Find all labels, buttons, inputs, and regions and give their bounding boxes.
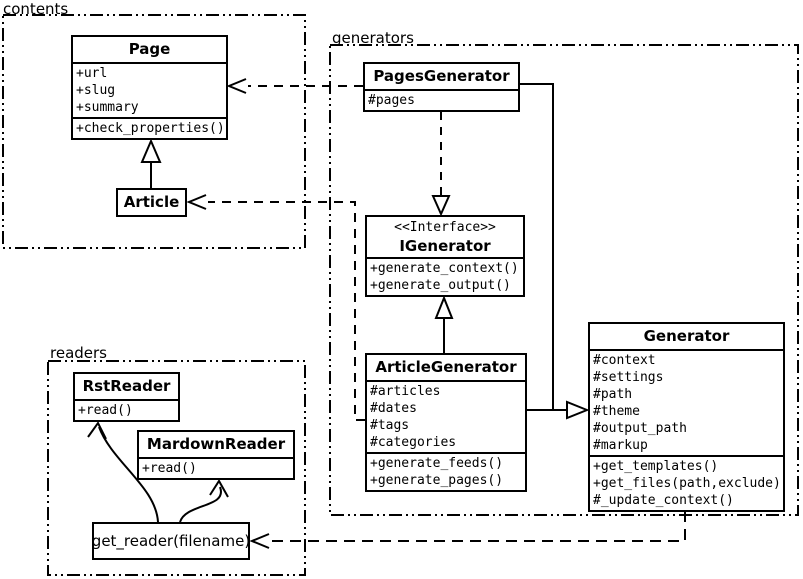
class-igenerator-header: <<Interface>> IGenerator: [367, 217, 523, 257]
package-contents-label: contents: [3, 0, 69, 18]
function-get-reader-label: get_reader(filename): [91, 532, 251, 550]
class-page-attributes: +url +slug +summary: [73, 62, 226, 117]
class-page-methods: +check_properties(): [73, 117, 226, 138]
class-pagesgenerator-attributes: #pages: [365, 89, 518, 110]
package-readers-label: readers: [50, 344, 107, 362]
uml-member: #theme: [593, 404, 640, 419]
generalization-article-to-page: [140, 138, 162, 190]
class-articlegenerator: ArticleGenerator #articles #dates #tags …: [365, 353, 527, 492]
class-generator-attributes: #context #settings #path #theme #output_…: [590, 349, 783, 455]
uml-member: +generate_feeds(): [370, 456, 504, 471]
uml-member: +get_files(path,exclude): [593, 476, 781, 491]
class-igenerator: <<Interface>> IGenerator +generate_conte…: [365, 215, 525, 297]
uml-member: #markup: [593, 438, 648, 453]
class-rstreader-title: RstReader: [82, 377, 171, 395]
dependency-getreader-to-markdownreader: [179, 479, 229, 523]
uml-member: #context: [593, 353, 656, 368]
class-markdownreader: MardownReader +read(): [137, 430, 295, 480]
uml-member: #output_path: [593, 421, 687, 436]
package-generators-border: [329, 44, 799, 516]
generalization-articlegenerator-to-igenerator: [434, 295, 454, 356]
uml-member: +generate_pages(): [370, 473, 504, 488]
uml-member: +read(): [142, 461, 197, 476]
uml-member: #tags: [370, 418, 410, 433]
uml-member: #articles: [370, 384, 441, 399]
package-contents-border: [2, 14, 306, 249]
dependency-generator-to-getreader: [249, 511, 686, 549]
class-page-title: Page: [128, 40, 171, 58]
uml-member: +read(): [78, 403, 133, 418]
class-page: Page +url +slug +summary +check_properti…: [71, 35, 228, 140]
uml-member: +generate_context(): [370, 261, 519, 276]
class-pagesgenerator-title: PagesGenerator: [373, 67, 510, 85]
class-igenerator-stereotype: <<Interface>>: [394, 220, 496, 235]
class-generator-methods: +get_templates() +get_files(path,exclude…: [590, 455, 783, 510]
uml-member: +check_properties(): [76, 121, 225, 136]
uml-member: +url: [76, 66, 108, 81]
uml-member: #settings: [593, 370, 664, 385]
uml-member: #path: [593, 387, 633, 402]
uml-member: #categories: [370, 435, 457, 450]
uml-member: +summary: [76, 100, 139, 115]
function-get-reader: get_reader(filename): [92, 522, 250, 560]
dependency-getreader-to-rstreader: [87, 421, 159, 523]
class-articlegenerator-attributes: #articles #dates #tags #categories: [367, 380, 525, 452]
class-generator: Generator #context #settings #path #them…: [588, 322, 785, 512]
uml-member: +get_templates(): [593, 459, 719, 474]
dependency-pagesgenerator-to-page: [226, 78, 363, 94]
class-article-title: Article: [123, 193, 180, 211]
class-article: Article: [116, 188, 187, 217]
class-markdownreader-methods: +read(): [139, 457, 293, 478]
dependency-articlegenerator-to-article: [186, 194, 365, 421]
uml-member: #dates: [370, 401, 417, 416]
class-igenerator-title: IGenerator: [399, 237, 491, 255]
uml-member: +generate_output(): [370, 278, 511, 293]
realization-pagesgenerator-to-igenerator: [431, 112, 451, 217]
class-generator-title: Generator: [643, 327, 730, 345]
class-markdownreader-title: MardownReader: [146, 435, 286, 453]
uml-member: #pages: [368, 93, 415, 108]
class-articlegenerator-methods: +generate_feeds() +generate_pages(): [367, 452, 525, 490]
package-readers-border: [47, 360, 306, 576]
package-generators-label: generators: [332, 29, 414, 47]
uml-member: +slug: [76, 83, 116, 98]
class-rstreader-methods: +read(): [75, 399, 178, 420]
class-articlegenerator-title: ArticleGenerator: [375, 358, 517, 376]
class-igenerator-methods: +generate_context() +generate_output(): [367, 257, 523, 295]
class-pagesgenerator: PagesGenerator #pages: [363, 62, 520, 112]
generalization-generators-to-generator: [520, 83, 590, 420]
uml-member: #_update_context(): [593, 493, 734, 508]
class-rstreader: RstReader +read(): [73, 372, 180, 422]
